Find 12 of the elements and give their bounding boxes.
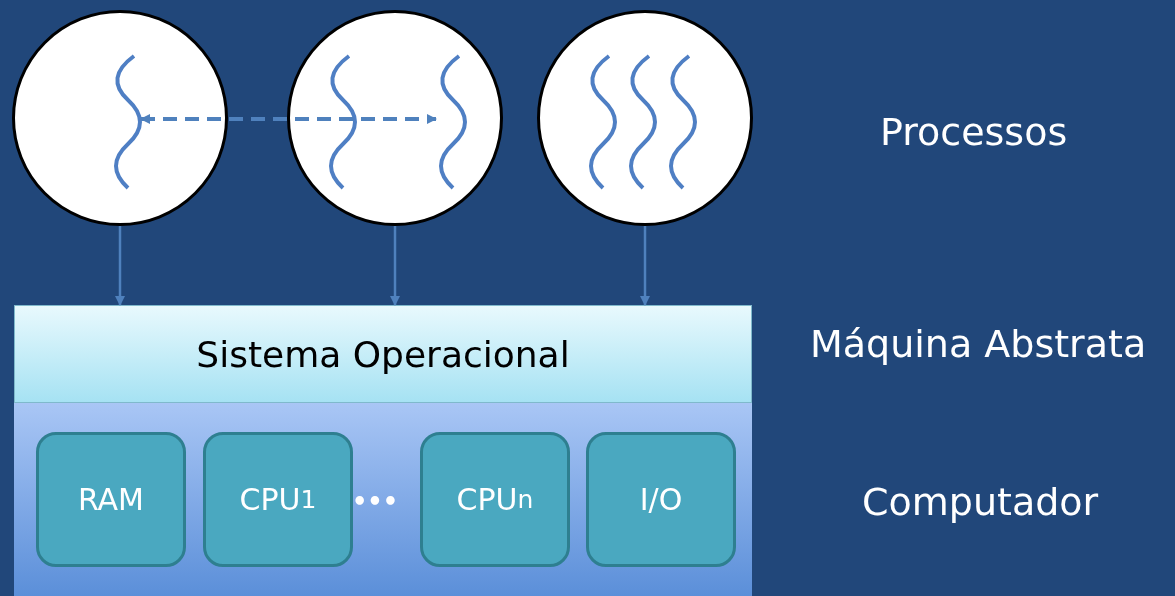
ellipsis-dots: •••	[352, 488, 399, 516]
layer-label: Computador	[862, 480, 1099, 524]
layer-label: Máquina Abstrata	[810, 322, 1147, 366]
dashed-arrow	[140, 114, 437, 124]
arrow	[390, 226, 400, 306]
arrow	[640, 226, 650, 306]
component-box: RAM	[36, 432, 186, 567]
hardware-panel	[14, 403, 752, 596]
layer-label: Processos	[880, 110, 1068, 154]
arrow	[115, 226, 125, 306]
component-box: I/O	[586, 432, 736, 567]
layer-band: Sistema Operacional	[14, 305, 752, 403]
